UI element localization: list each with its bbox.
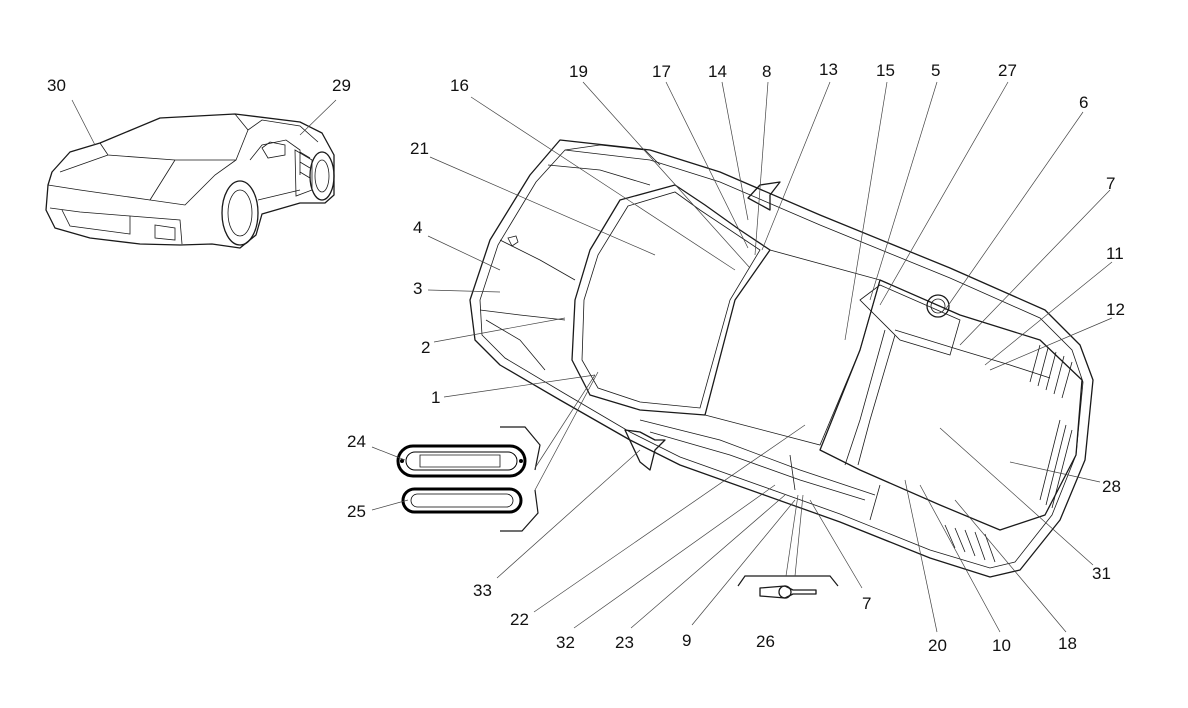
callout-26: 26 (756, 632, 775, 651)
callout-13: 13 (819, 60, 838, 79)
callout-1: 1 (431, 388, 440, 407)
detail-bracket-24-25 (500, 426, 541, 532)
badge-detail-24 (396, 444, 527, 478)
callout-6: 6 (1079, 93, 1088, 112)
callout-32: 32 (556, 633, 575, 652)
callout-28: 28 (1102, 477, 1121, 496)
callout-33: 33 (473, 581, 492, 600)
callout-5: 5 (931, 61, 940, 80)
callout-25: 25 (347, 502, 366, 521)
leader-lines (71, 81, 1113, 633)
callout-4: 4 (413, 218, 422, 237)
callout-15: 15 (876, 61, 895, 80)
callout-31: 31 (1092, 564, 1111, 583)
callout-16: 16 (450, 76, 469, 95)
callout-7-bottom: 7 (862, 594, 871, 613)
perspective-car-illustration (45, 113, 335, 249)
callout-22: 22 (510, 610, 529, 629)
callout-numbers: 30 29 16 19 17 14 8 13 15 5 27 6 7 11 12… (47, 60, 1125, 655)
callout-21: 21 (410, 139, 429, 158)
callout-14: 14 (708, 62, 727, 81)
callout-17: 17 (652, 62, 671, 81)
callout-27: 27 (998, 61, 1017, 80)
callout-19: 19 (569, 62, 588, 81)
pin-detail-26 (737, 494, 839, 599)
callout-10: 10 (992, 636, 1011, 655)
callout-30: 30 (47, 76, 66, 95)
callout-2: 2 (421, 338, 430, 357)
callout-18: 18 (1058, 634, 1077, 653)
callout-8: 8 (762, 62, 771, 81)
callout-11: 11 (1106, 244, 1124, 263)
callout-29: 29 (332, 76, 351, 95)
callout-9: 9 (682, 631, 691, 650)
callout-24: 24 (347, 432, 366, 451)
badge-detail-25 (401, 487, 523, 514)
callout-20: 20 (928, 636, 947, 655)
top-view-car-illustration (469, 139, 1094, 578)
callout-3: 3 (413, 279, 422, 298)
callout-12: 12 (1106, 300, 1125, 319)
callout-23: 23 (615, 633, 634, 652)
callout-7-top: 7 (1106, 174, 1115, 193)
